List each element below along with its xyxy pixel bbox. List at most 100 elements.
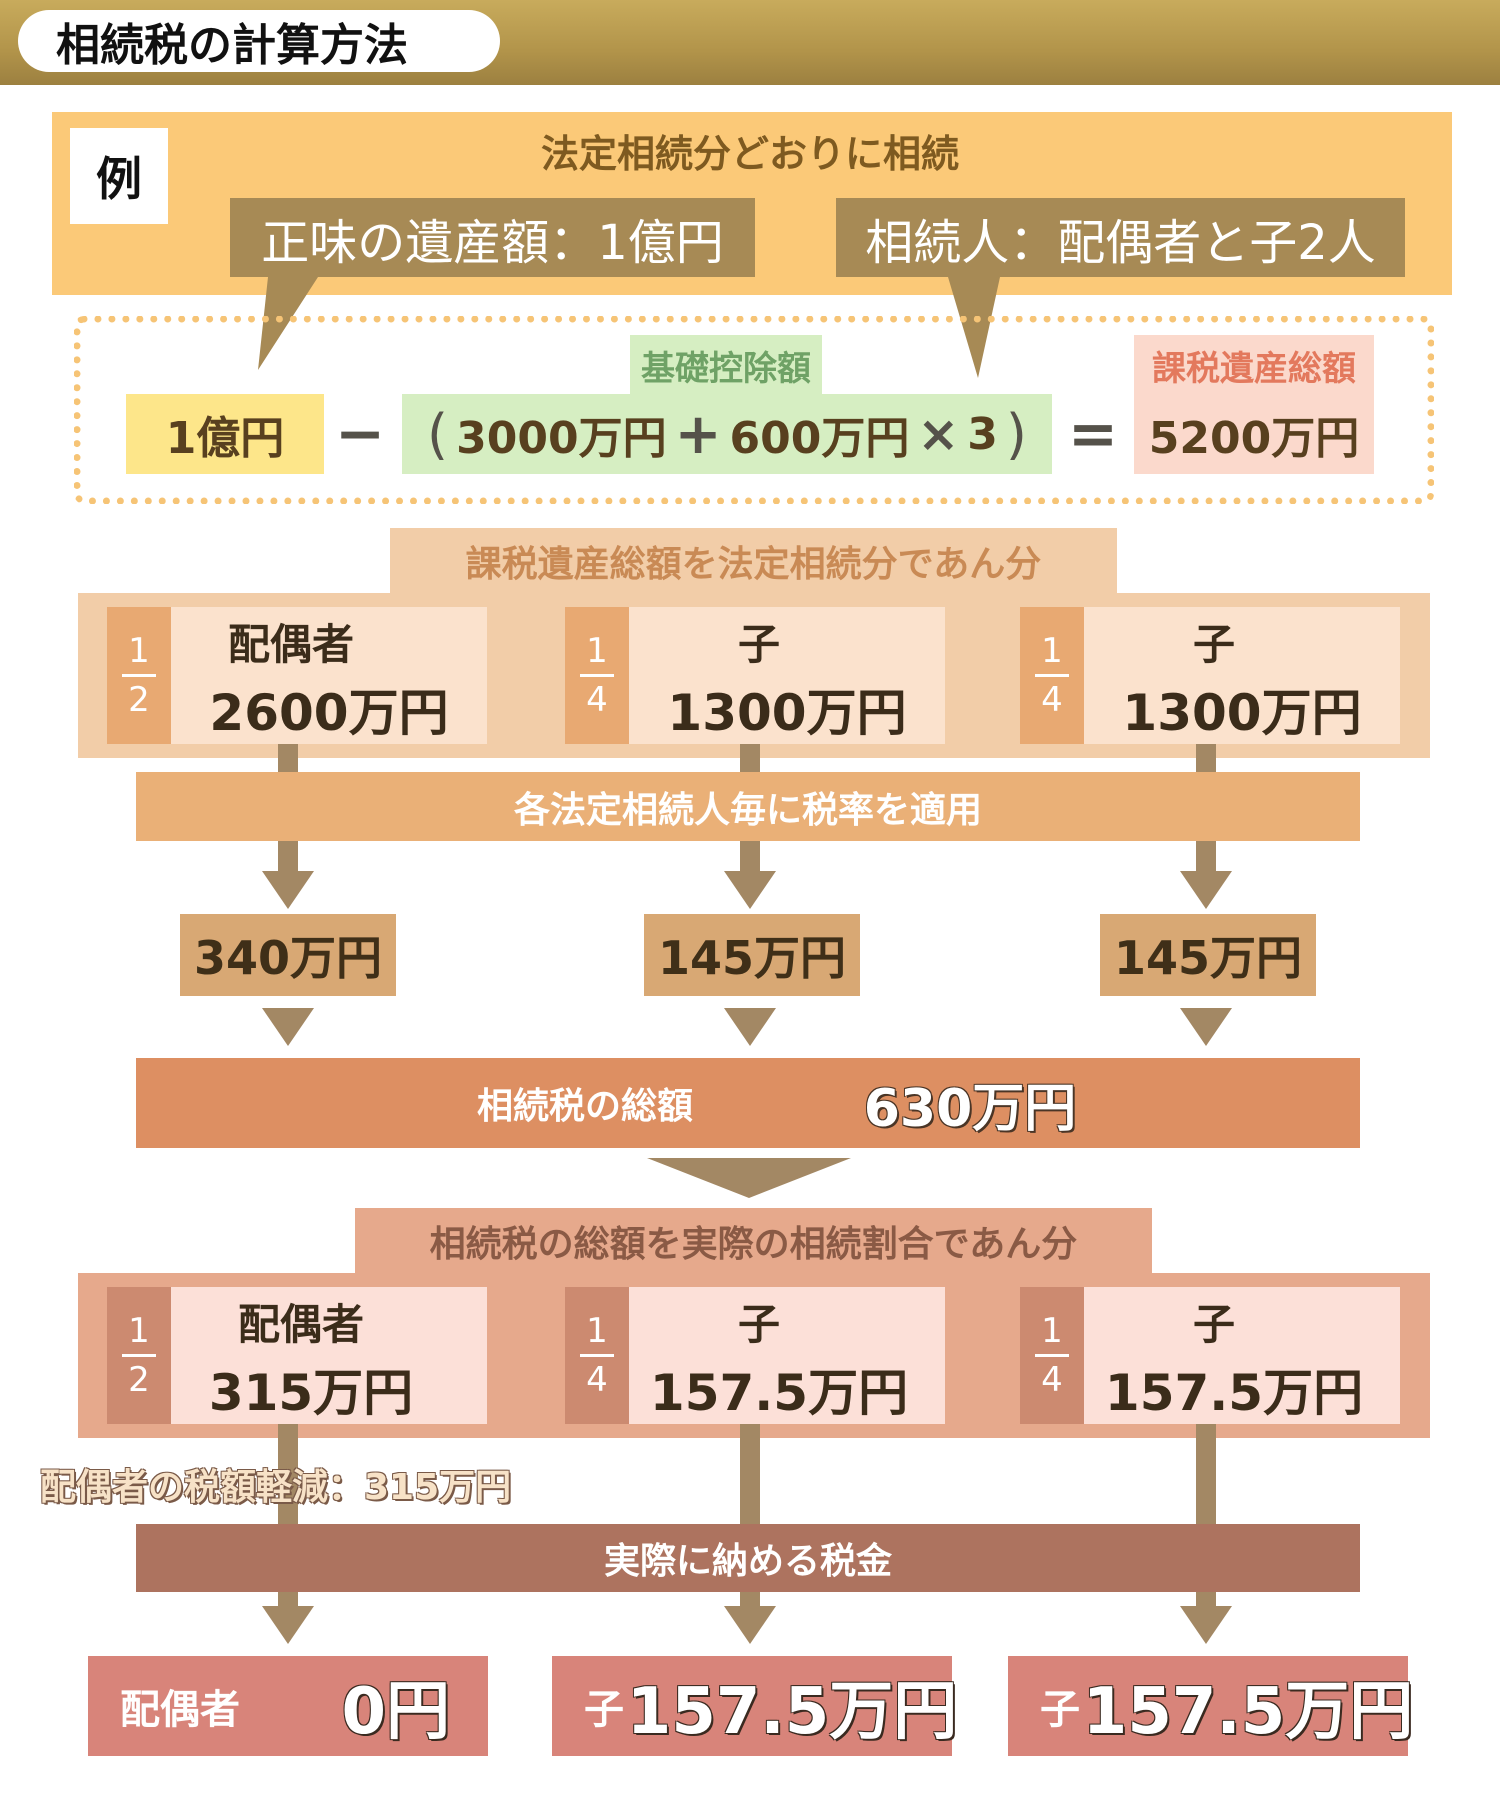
arrow-shaft (1196, 841, 1216, 873)
final-heir-name: 子 (1040, 1687, 1080, 1733)
tax-amount-box: 145万円 (1100, 914, 1316, 996)
final-tax-box: 配偶者 0円 (88, 1656, 488, 1756)
deduction-label: 基礎控除額 (630, 335, 822, 395)
example-tag: 例 (70, 128, 168, 224)
tax-amount-box: 340万円 (180, 914, 396, 996)
fraction-numerator: 1 (128, 1311, 150, 1351)
connector-line (278, 1424, 298, 1524)
heir-name: 配偶者 (227, 619, 354, 669)
estate-pointer (258, 277, 318, 370)
arrow-head (262, 1606, 314, 1644)
arrow-head (724, 871, 776, 909)
heir-name: 配偶者 (237, 1299, 364, 1349)
heir-name: 子 (1192, 619, 1235, 669)
arrow-head (724, 1008, 776, 1046)
estate-chip: 正味の遺産額：1億円 (230, 198, 755, 277)
fraction-numerator: 1 (1041, 631, 1063, 671)
example-heading: 法定相続分どおりに相続 (540, 131, 959, 176)
heir-amount: 2600万円 (209, 684, 449, 742)
estate-box: 1億円 (126, 394, 324, 474)
page-title: 相続税の計算方法 (18, 10, 500, 72)
heirs-pointer (948, 277, 1000, 378)
heir-amount: 1300万円 (1122, 684, 1362, 742)
fraction-numerator: 1 (128, 631, 150, 671)
division1-heading: 課税遺産総額を法定相続分であん分 (390, 528, 1117, 593)
fraction-denominator: 2 (128, 680, 150, 720)
division1-box: 1 4 子 1300万円 (1020, 607, 1400, 744)
arrow-head (1180, 1606, 1232, 1644)
fraction-denominator: 4 (586, 1360, 608, 1400)
arrow-head (1180, 1008, 1232, 1046)
fraction-numerator: 1 (1041, 1311, 1063, 1351)
final-tax-box: 子 157.5万円 (552, 1656, 958, 1756)
heir-amount: 157.5万円 (1104, 1364, 1364, 1422)
fraction-numerator: 1 (586, 1311, 608, 1351)
result-amount: 5200万円 (1148, 413, 1360, 464)
connector-line (740, 1424, 760, 1524)
final-amount: 157.5万円 (1082, 1675, 1414, 1749)
plus-sign: + (674, 401, 722, 467)
arrow-head (262, 871, 314, 909)
connector-line (740, 744, 760, 772)
connector-line (1196, 1424, 1216, 1524)
final-heir-name: 配偶者 (120, 1687, 240, 1733)
final-heir-name: 子 (584, 1687, 624, 1733)
final-tax-box: 子 157.5万円 (1008, 1656, 1414, 1756)
fraction-denominator: 4 (1041, 680, 1063, 720)
fraction-denominator: 2 (128, 1360, 150, 1400)
per-heir-deduction: 600万円 (729, 413, 910, 464)
total-bar (136, 1058, 1360, 1148)
connector-line (278, 744, 298, 772)
heir-name: 子 (737, 1299, 780, 1349)
heir-amount: 315万円 (208, 1364, 414, 1422)
heirs-chip: 相続人：配偶者と子2人 (836, 198, 1405, 277)
apply-rate-bar: 各法定相続人毎に税率を適用 (136, 772, 1360, 841)
arrow-head (262, 1008, 314, 1046)
equals-sign: = (1067, 399, 1119, 469)
heir-count: 3 (967, 408, 998, 460)
arrow-shaft (278, 841, 298, 873)
times-sign: × (917, 405, 960, 463)
minus-sign: − (334, 399, 386, 469)
fraction-denominator: 4 (586, 680, 608, 720)
arrow-head (1180, 871, 1232, 909)
final-amount: 0円 (341, 1675, 450, 1749)
heir-amount: 1300万円 (667, 684, 907, 742)
paren-close: ) (1005, 402, 1027, 466)
actual-tax-bar: 実際に納める税金 (136, 1524, 1360, 1592)
formula-frame (74, 316, 1434, 504)
fraction-numerator: 1 (586, 631, 608, 671)
total-label: 相続税の総額 (476, 1086, 693, 1127)
arrow-shaft (740, 841, 760, 873)
heir-name: 子 (737, 619, 780, 669)
estate-amount: 1億円 (165, 413, 285, 464)
tax-amount-box: 145万円 (644, 914, 860, 996)
heir-amount: 157.5万円 (649, 1364, 909, 1422)
result-label: 課税遺産総額 (1134, 335, 1374, 395)
total-amount: 630万円 (863, 1078, 1077, 1139)
heir-name: 子 (1192, 1299, 1235, 1349)
fraction-denominator: 4 (1041, 1360, 1063, 1400)
paren-open: ( (427, 402, 449, 466)
spouse-reduction-note: 配偶者の税額軽減：315万円 (40, 1467, 512, 1508)
final-amount: 157.5万円 (626, 1675, 958, 1749)
arrow-shaft (740, 1592, 760, 1608)
arrow-shaft (1196, 1592, 1216, 1608)
deduction-box: ( 3000万円 + 600万円 × 3 ) (402, 394, 1052, 474)
connector-line (1196, 744, 1216, 772)
big-arrow-head (647, 1158, 851, 1198)
base-deduction: 3000万円 (456, 413, 667, 464)
callout-pointers (258, 277, 1000, 378)
arrow-shaft (278, 1592, 298, 1608)
